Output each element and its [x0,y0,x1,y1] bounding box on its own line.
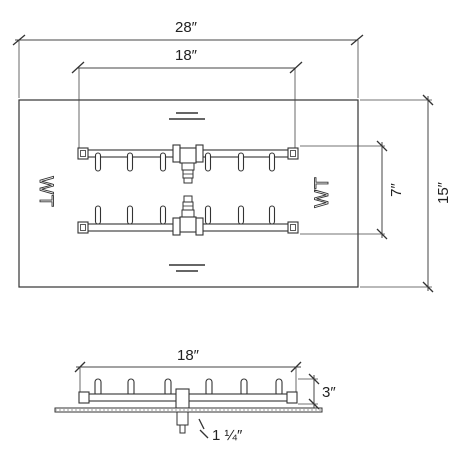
burner-spacing-dimension: 7″ [300,140,405,240]
burner-height-label: 3″ [322,384,336,401]
brand-mark-left: WT [35,176,56,208]
pan-width-dimension: 28″ [12,19,364,98]
upper-burner-bar [77,144,299,184]
burner-width-top-dimension: 18″ [71,47,303,148]
burner-width-side-label: 18″ [177,347,200,364]
top-view: 28″ 18″ WT WT [12,19,452,293]
side-view-pan-surface [54,407,323,413]
burner-width-top-label: 18″ [175,47,198,64]
brand-mark-right: WT [312,176,333,208]
inlet-pipe [176,411,189,434]
pan-outline [18,99,359,288]
pan-depth-dimension: 15″ [360,94,452,293]
upper-slot [169,112,205,120]
burner-spacing-label: 7″ [388,182,405,196]
pan-width-label: 28″ [175,19,198,36]
burner-width-side-dimension: 18″ [74,347,302,392]
lower-burner-bar [77,195,299,236]
lower-slot [169,264,205,272]
inlet-size-callout: 1 ¼″ [198,418,243,444]
pan-depth-label: 15″ [435,181,452,204]
side-view-burner-bar [78,388,298,409]
inlet-size-label: 1 ¼″ [212,427,243,444]
burner-height-dimension: 3″ [298,373,336,410]
side-view: 18″ [54,347,336,444]
